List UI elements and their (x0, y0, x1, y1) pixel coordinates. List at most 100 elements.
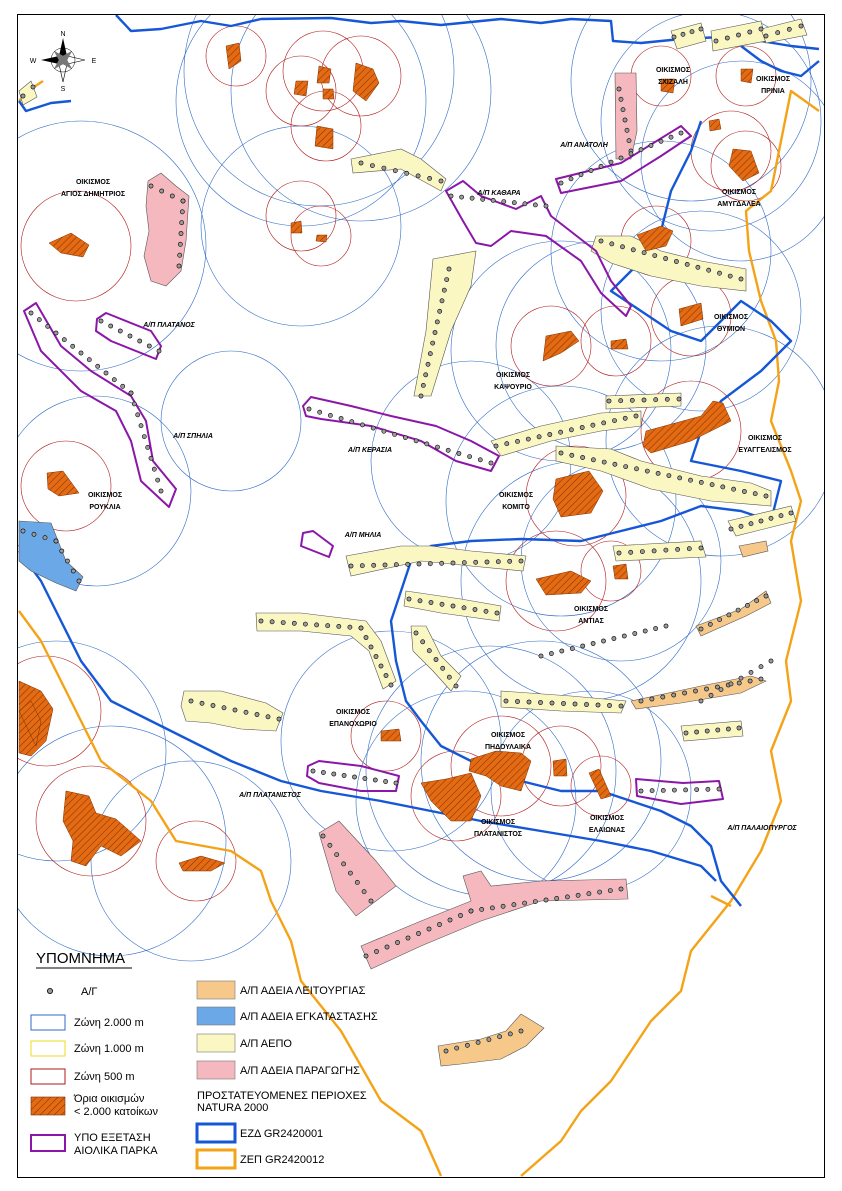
turbine-marker (735, 607, 741, 613)
turbine-marker (443, 1048, 449, 1054)
turbine-marker (450, 603, 456, 609)
turbine-marker (747, 678, 753, 684)
turbine-marker (30, 84, 36, 90)
park-label: Α/Π ΠΛΑΤΑΝΟΣ (142, 322, 195, 329)
turbine-marker (486, 1037, 492, 1042)
turbine-marker (688, 477, 693, 483)
turbine-marker (188, 698, 194, 704)
turbine-marker (622, 415, 628, 421)
legend-sac: ΕΖΔ GR2420001 (195, 1122, 323, 1144)
turbine-marker (522, 201, 528, 207)
svg-text:< 2.000 κατοίκων: < 2.000 κατοίκων (74, 1106, 158, 1118)
turbine-marker (666, 473, 672, 478)
turbine-marker (718, 687, 724, 692)
turbine-marker (138, 423, 144, 429)
legend-lic-production: Α/Π ΑΔΕΙΑ ΠΑΡΑΓΩΓΗΣ (196, 1060, 360, 1080)
svg-text:Όρια οικισμών: Όρια οικισμών (73, 1093, 145, 1105)
turbine-marker (493, 443, 499, 449)
parks-under-study (23, 125, 724, 805)
settlement-prefix: ΟΙΚΙΣΜΟΣ (722, 189, 756, 196)
legend-zone500: Ζώνη 500 m (30, 1068, 135, 1085)
turbine-marker (590, 422, 596, 428)
turbine-marker (633, 413, 639, 419)
turbine-marker (179, 220, 185, 226)
turbine-marker (561, 701, 566, 706)
map-canvas[interactable]: N S E W ΟΙΚΙΣΜΟΣ ΑΓΙΟΣ ΔΗΜΗΤΡΙΟΣ ΟΙΚΙΣΜΟ… (18, 15, 824, 1177)
turbine-marker (533, 202, 538, 208)
turbine-marker (717, 617, 722, 622)
turbine-marker (752, 491, 758, 497)
turbine-marker (612, 461, 618, 467)
turbine-marker (611, 636, 617, 641)
turbine-marker (28, 310, 34, 316)
turbine-marker (515, 438, 520, 444)
turbine-marker (393, 780, 399, 786)
turbine-marker (148, 455, 154, 461)
turbine-marker (644, 468, 650, 474)
turbine-marker (507, 558, 513, 564)
turbine-marker (388, 682, 394, 688)
turbine-marker (698, 626, 704, 632)
turbine-marker (352, 774, 357, 780)
turbine-marker (641, 250, 647, 256)
turbine-marker (418, 393, 424, 399)
turbine-marker (649, 788, 655, 794)
svg-text:Ζώνη 2.000 m: Ζώνη 2.000 m (74, 1017, 144, 1029)
turbine-marker (569, 646, 575, 651)
turbine-marker (477, 457, 483, 463)
turbine-marker (488, 460, 494, 466)
turbine-marker (45, 323, 51, 329)
turbine-marker (763, 493, 769, 499)
turbine-marker (444, 277, 450, 282)
turbine-marker (622, 117, 628, 123)
turbine-marker (20, 93, 26, 99)
turbine-marker (338, 416, 344, 421)
turbine-marker (265, 714, 271, 720)
turbine-marker (634, 466, 639, 472)
turbine-marker (178, 231, 184, 236)
settlement-name: ΑΓΙΟΣ ΔΗΜΗΤΡΙΟΣ (61, 191, 125, 198)
turbine-marker (383, 673, 389, 678)
turbine-marker (369, 163, 375, 168)
turbine-marker (694, 787, 700, 792)
turbine-marker (177, 252, 183, 258)
turbine-marker (641, 397, 647, 403)
turbine-marker (179, 209, 185, 215)
turbine-marker (626, 138, 632, 144)
turbine-marker (480, 196, 486, 202)
turbine-marker (677, 475, 683, 481)
turbine-marker (461, 560, 467, 566)
turbine-marker (490, 197, 496, 203)
legend-lic-aepo: Α/Π ΑΕΠΟ (196, 1033, 292, 1053)
turbine-marker (310, 768, 316, 774)
legend: ΥΠΟΜΝΗΜΑ Α/Γ Ζώνη 2.000 m Ζώνη 1.000 m Ζ… (30, 950, 378, 1170)
svg-text:ΥΠΟ ΕΞΕΤΑΣΗ: ΥΠΟ ΕΞΕΤΑΣΗ (74, 1132, 151, 1144)
turbine-marker (405, 935, 411, 941)
turbine-marker (768, 658, 774, 664)
park-label: Α/Π ΠΑΛΑΙΟΠΥΡΓΟΣ (726, 825, 797, 832)
turbine-marker (458, 913, 463, 918)
turbine-marker (543, 897, 549, 903)
turbine-marker (628, 549, 634, 555)
settlement-name: ΠΡΙΝΙΑ (761, 88, 785, 95)
turbine-marker (758, 26, 764, 32)
turbine-marker (608, 159, 614, 165)
turbine-marker (680, 31, 686, 37)
turbine-marker (554, 896, 560, 901)
turbine-marker (392, 168, 398, 174)
turbine-marker (111, 377, 117, 383)
settlement-prefix: ΟΙΚΙΣΜΟΣ (491, 732, 525, 739)
turbine-marker (317, 409, 323, 415)
turbine-marker (354, 880, 360, 885)
turbine-marker (358, 160, 364, 166)
settlement-name: ΑΝΤΙΑΣ (578, 618, 604, 625)
turbine-marker (158, 488, 164, 494)
turbine-marker (243, 709, 249, 715)
turbine-marker (423, 372, 429, 378)
svg-text:Α/Π ΑΔΕΙΑ ΠΑΡΑΓΩΓΗΣ: Α/Π ΑΔΕΙΑ ΠΑΡΑΓΩΓΗΣ (240, 1065, 360, 1077)
turbine-marker (497, 1034, 502, 1040)
turbine-marker (370, 425, 376, 431)
turbine-marker (427, 175, 432, 181)
turbine-marker (361, 889, 367, 895)
turbine-marker (717, 270, 722, 276)
